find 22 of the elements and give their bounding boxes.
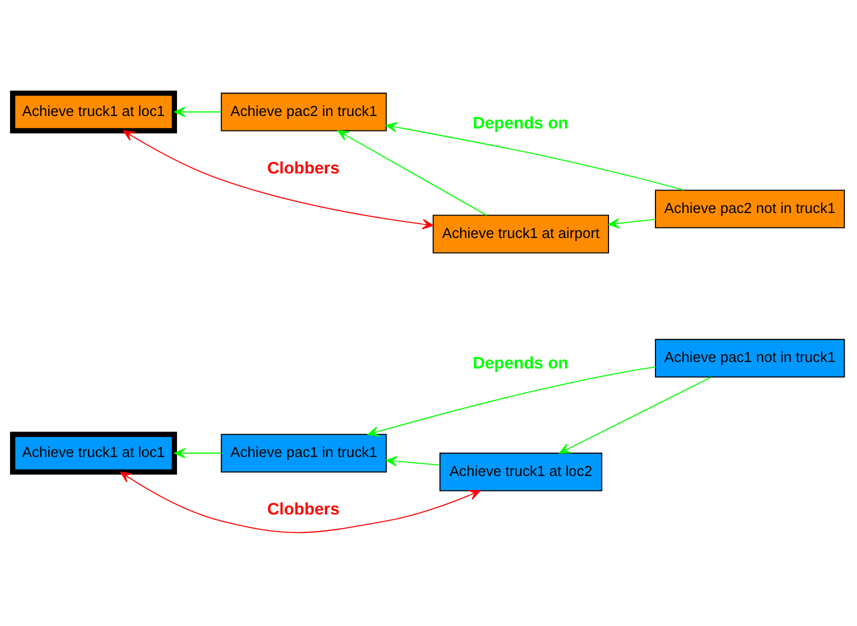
arrow — [368, 366, 656, 437]
node-box: Achieve truck1 at loc1 — [10, 432, 178, 475]
arrow — [386, 456, 440, 466]
arrow — [608, 218, 656, 229]
arrow — [174, 448, 222, 458]
node-box: Achieve truck1 at loc2 — [439, 452, 602, 492]
node-box: Achieve pac1 in truck1 — [220, 434, 387, 472]
node-box: Achieve truck1 at loc1 — [10, 90, 178, 134]
arrow — [386, 122, 684, 191]
arrow — [337, 130, 487, 216]
edge-label: Depends on — [472, 353, 568, 372]
node-box: Achieve pac2 in truck1 — [220, 92, 387, 132]
arrow — [559, 376, 712, 454]
arrow — [120, 472, 480, 534]
node-box: Achieve truck1 at airport — [432, 214, 610, 254]
node-box: Achieve pac1 not in truck1 — [654, 338, 845, 378]
arrow — [123, 130, 434, 230]
edge-label: Clobbers — [267, 500, 340, 519]
arrow — [174, 106, 222, 118]
edge-label: Depends on — [472, 113, 568, 132]
node-box: Achieve pac2 not in truck1 — [654, 190, 845, 228]
edge-label: Clobbers — [267, 158, 340, 178]
